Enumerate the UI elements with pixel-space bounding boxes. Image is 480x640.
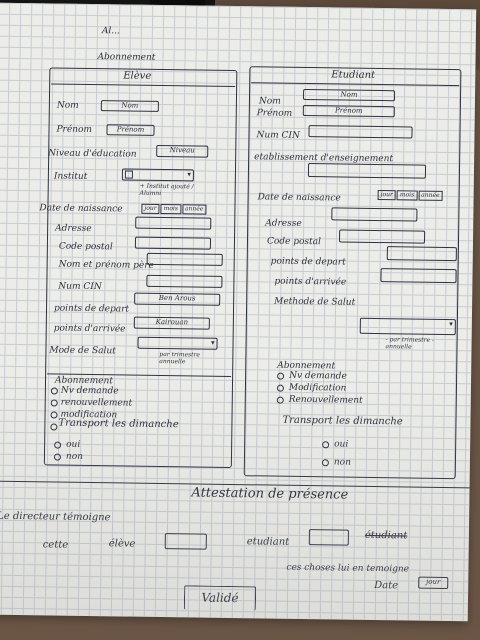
etudiant-radio-non[interactable] — [321, 459, 329, 467]
eleve-date-picker[interactable]: jour mois année — [141, 203, 207, 215]
eleve-label-institut: Institut — [53, 171, 88, 182]
etudiant-opt-modification: Modification — [288, 382, 347, 394]
eleve-opt-renouvellement: renouvellement — [60, 397, 133, 409]
chevron-down-icon: ▾ — [210, 338, 215, 347]
etudiant-input-arrivee[interactable] — [380, 268, 457, 284]
etudiant-title: Etudiant — [331, 69, 376, 81]
eleve-mode-select[interactable]: ▾ — [137, 336, 218, 350]
attestation-date-box[interactable]: jour — [418, 576, 449, 590]
eleve-radio-modification[interactable] — [50, 411, 58, 419]
eleve-input-code-postal[interactable] — [134, 236, 212, 250]
eleve-institut-select[interactable]: ▾ — [121, 168, 194, 182]
etudiant-radio-renouvellement[interactable] — [276, 396, 284, 404]
eleve-label-mode: Mode de Salut — [49, 345, 116, 357]
eleve-date-year[interactable]: année — [181, 204, 207, 215]
etudiant-input-nom[interactable]: Nom — [302, 88, 396, 102]
attestation-line1: Le directeur témoigne — [0, 510, 111, 524]
etudiant-label-mode: Methode de Salut — [274, 296, 356, 308]
etudiant-input-adresse[interactable] — [331, 207, 418, 222]
eleve-opt-transport: Transport les dimanche — [58, 417, 179, 431]
eleve-radio-non[interactable] — [53, 453, 62, 461]
eleve-label-oui: oui — [66, 439, 81, 450]
etudiant-opt-transport: Transport les dimanche — [282, 414, 403, 428]
etudiant-opt-renouvellement: Renouvellement — [288, 394, 363, 406]
eleve-radio-nv-demande[interactable] — [50, 387, 58, 395]
eleve-input-arrivee[interactable]: Kairouan — [133, 316, 210, 330]
eleve-radio-oui[interactable] — [54, 441, 62, 449]
attestation-line3: ces choses lui en temoigne — [286, 562, 410, 575]
checkbox-icon — [124, 170, 133, 179]
chevron-down-icon: ▾ — [449, 320, 453, 329]
etudiant-radio-oui[interactable] — [322, 441, 330, 449]
etudiant-label-code-postal: Code postal — [266, 236, 321, 248]
etudiant-date-month[interactable]: mois — [396, 190, 418, 201]
eleve-label-cin: Num CIN — [58, 281, 102, 293]
eleve-label-pere: Nom et prénom père — [58, 259, 154, 271]
etudiant-label-date: Date de naissance — [257, 192, 341, 204]
etudiant-input-cin[interactable] — [308, 125, 413, 139]
grid-paper-sheet: Al... Abonnement Elève Nom Nom Prénom Pr… — [0, 2, 477, 622]
eleve-label-depart: points de depart — [53, 303, 130, 315]
eleve-input-nom[interactable]: Nom — [100, 100, 159, 112]
eleve-input-depart[interactable]: Ben Arous — [134, 292, 221, 306]
eleve-label-arrivee: points d'arrivée — [53, 323, 126, 335]
eleve-date-day[interactable]: jour — [141, 203, 160, 214]
eleve-date-month[interactable]: mois — [160, 203, 182, 215]
etudiant-label-non: non — [333, 457, 351, 468]
attestation-date-label: Date — [374, 579, 399, 592]
etudiant-label-depart: points de depart — [270, 256, 346, 268]
attestation-etudiant-label: etudiant — [246, 536, 290, 548]
eleve-label-code-postal: Code postal — [58, 241, 113, 253]
header-line2: Abonnement — [97, 52, 156, 63]
etudiant-label-arrivee: points d'arrivée — [274, 276, 347, 288]
eleve-label-date: Date de naissance — [39, 203, 123, 215]
eleve-checkbox-transport[interactable] — [50, 423, 58, 431]
eleve-input-cin[interactable] — [146, 274, 223, 288]
etudiant-input-etablissement[interactable] — [307, 163, 427, 179]
eleve-title: Elève — [123, 70, 152, 82]
eleve-label-niveau: Niveau d'éducation — [48, 148, 137, 160]
eleve-label-prenom: Prénom — [56, 124, 93, 136]
etudiant-opt-nv-demande: Nv demande — [289, 370, 347, 382]
attestation-title: Attestation de présence — [191, 485, 349, 503]
etudiant-label-nom: Nom — [258, 96, 281, 107]
attestation-eleve-label: élève — [108, 538, 136, 550]
etudiant-label-adresse: Adresse — [265, 218, 302, 229]
etudiant-radio-modification[interactable] — [276, 384, 284, 392]
chevron-down-icon: ▾ — [187, 170, 191, 179]
etudiant-radio-nv-demande[interactable] — [277, 372, 285, 380]
eleve-label-non: non — [65, 451, 84, 462]
etudiant-date-year[interactable]: année — [418, 190, 443, 201]
header-line1: Al... — [101, 26, 120, 37]
etudiant-input-code-postal[interactable] — [338, 229, 426, 244]
etudiant-mode-note: - par trimestre - annuelle — [385, 336, 435, 351]
etudiant-label-oui: oui — [334, 439, 349, 450]
etudiant-label-prenom: Prénom — [256, 108, 293, 119]
etudiant-label-cin: Num CIN — [256, 130, 300, 141]
eleve-label-nom: Nom — [56, 100, 79, 111]
eleve-label-adresse: Adresse — [55, 223, 92, 235]
eleve-input-adresse[interactable] — [135, 216, 212, 230]
etudiant-date-day[interactable]: jour — [377, 190, 396, 201]
eleve-opt-nv-demande: Nv demande — [60, 385, 119, 397]
attestation-etudiant-box[interactable] — [308, 529, 349, 546]
eleve-input-niveau[interactable]: Niveau — [156, 144, 209, 158]
eleve-input-pere[interactable] — [146, 252, 223, 266]
eleve-mode-note: par trimestre annuelle — [159, 350, 200, 366]
eleve-radio-renouvellement[interactable] — [50, 399, 58, 407]
validate-button[interactable]: Validé — [183, 585, 257, 611]
eleve-institut-note: + Institut ajouté / Alumni — [139, 182, 194, 197]
attestation-etudiant-struck: étudiant — [364, 529, 408, 542]
attestation-cette: cette — [42, 539, 69, 551]
attestation-eleve-box[interactable] — [164, 533, 207, 550]
etudiant-input-depart[interactable] — [386, 246, 457, 262]
eleve-input-prenom[interactable]: Prénom — [106, 124, 155, 136]
etudiant-date-picker[interactable]: jour mois année — [377, 190, 443, 201]
etudiant-mode-select[interactable]: ▾ — [359, 317, 456, 336]
etudiant-abonnement-title: Abonnement — [277, 360, 336, 372]
etudiant-input-prenom[interactable]: Prénom — [302, 104, 395, 118]
